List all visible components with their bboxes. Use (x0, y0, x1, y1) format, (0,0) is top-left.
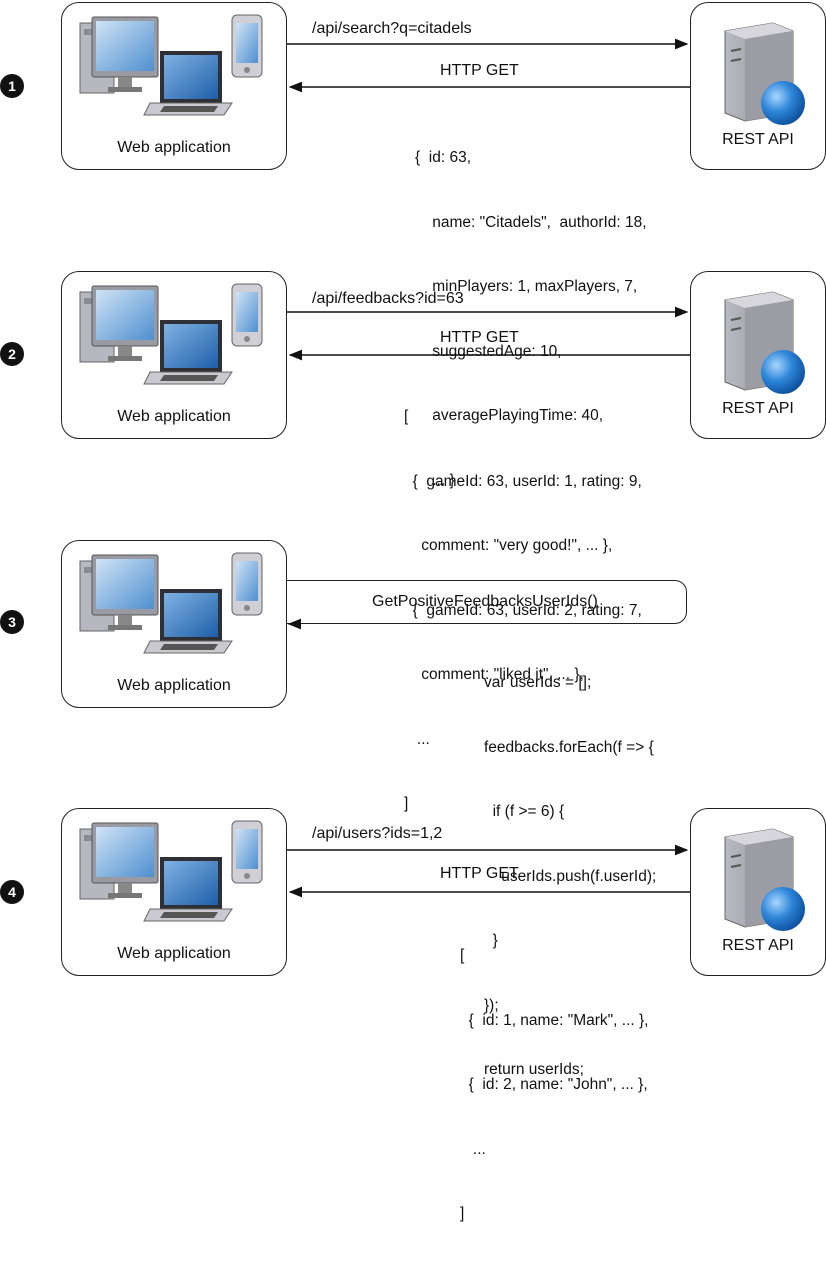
server-label: REST API (722, 400, 794, 417)
payload-line: [ (404, 408, 409, 425)
payload-line: ] (460, 1205, 465, 1222)
web-application-box: Web application (61, 271, 287, 439)
payload-line: comment: "liked it", ... }, (404, 666, 584, 683)
step-2: 2 Web application /api/feedbacks?id=63 H… (0, 270, 826, 812)
request-arrow (287, 844, 689, 856)
payload-line: [ (460, 947, 465, 964)
payload-line: comment: "very good!", ... }, (404, 537, 613, 554)
step-number-badge: 3 (0, 610, 24, 634)
server-label: REST API (722, 131, 794, 148)
client-label: Web application (117, 677, 231, 694)
devices-icon (79, 14, 263, 116)
payload-line: minPlayers: 1, maxPlayers, 7, (415, 278, 638, 295)
devices-icon (79, 552, 263, 654)
self-call-loop (287, 580, 687, 624)
web-application-box: Web application (61, 2, 287, 170)
client-label: Web application (117, 408, 231, 425)
method-label: HTTP GET (440, 865, 519, 882)
devices-icon (79, 820, 263, 922)
code-line: if (f >= 6) { (484, 803, 565, 820)
server-icon (724, 828, 806, 932)
payload-line: ] (404, 795, 409, 812)
request-arrow (287, 38, 689, 50)
server-icon (724, 291, 806, 395)
devices-icon (79, 283, 263, 385)
client-label: Web application (117, 945, 231, 962)
payload-line: name: "Citadels", authorId: 18, (415, 213, 647, 231)
response-payload: [ { gameId: 63, userId: 1, rating: 9, co… (404, 363, 642, 858)
response-payload: [ { id: 1, name: "Mark", ... }, { id: 2,… (460, 902, 648, 1268)
method-label: HTTP GET (440, 62, 519, 79)
payload-line: ... (460, 1140, 486, 1158)
code-line: feedbacks.forEach(f => { (484, 738, 654, 756)
step-3: 3 Web application GetPositiveFeedbacksUs… (0, 540, 826, 1078)
step-1: 1 Web application /api/search?q=citadels… (0, 0, 826, 489)
server-icon (724, 22, 806, 126)
client-label: Web application (117, 139, 231, 156)
payload-line: ... } (415, 471, 455, 489)
step-number-badge: 1 (0, 74, 24, 98)
response-arrow (288, 349, 690, 361)
step-4: 4 Web application /api/users?ids=1,2 HTT… (0, 808, 826, 1222)
request-label: /api/feedbacks?id=63 (312, 290, 464, 307)
payload-line: { gameId: 63, userId: 1, rating: 9, (404, 472, 642, 490)
web-application-box: Web application (61, 540, 287, 708)
payload-line: { id: 1, name: "Mark", ... }, (460, 1011, 649, 1029)
rest-api-box: REST API (690, 271, 826, 439)
web-application-box: Web application (61, 808, 287, 976)
code-line: } (484, 932, 498, 949)
payload-line: { id: 2, name: "John", ... }, (460, 1076, 648, 1093)
response-arrow (288, 81, 690, 93)
request-label: /api/search?q=citadels (312, 20, 472, 37)
method-label: HTTP GET (440, 329, 519, 346)
response-arrow (288, 886, 690, 898)
response-payload: { id: 63, name: "Citadels", authorId: 18… (415, 104, 647, 534)
payload-line: { id: 63, (415, 149, 472, 166)
step-number-badge: 4 (0, 880, 24, 904)
payload-line: averagePlayingTime: 40, (415, 407, 604, 424)
request-arrow (287, 306, 689, 318)
code-line: userIds.push(f.userId); (484, 867, 657, 885)
server-label: REST API (722, 937, 794, 954)
request-label: /api/users?ids=1,2 (312, 825, 443, 842)
function-call-label: GetPositiveFeedbacksUserIds() (372, 593, 598, 610)
payload-line: ... (404, 730, 430, 748)
rest-api-box: REST API (690, 2, 826, 170)
rest-api-box: REST API (690, 808, 826, 976)
payload-line: { gameId: 63, userId: 2, rating: 7, (404, 601, 642, 619)
code-line: var userIds = []; (484, 674, 592, 691)
self-call-arrowhead (287, 618, 301, 630)
step-number-badge: 2 (0, 342, 24, 366)
